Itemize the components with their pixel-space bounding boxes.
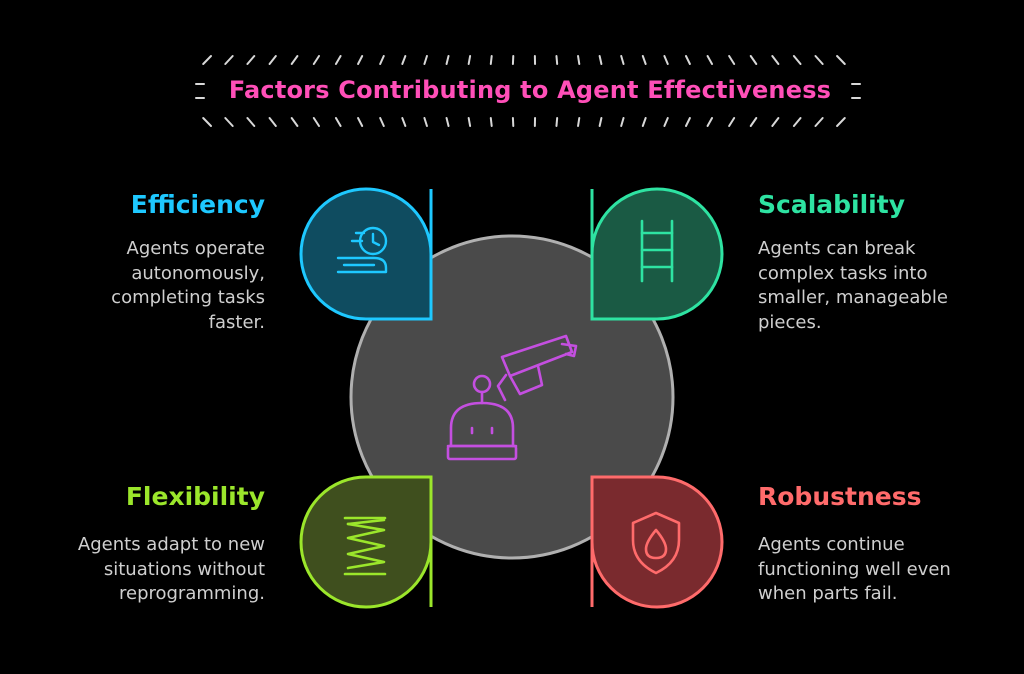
title-dash [684,117,691,127]
efficiency-line: faster. [208,311,265,333]
title-dash [357,117,364,127]
title-dash [268,55,277,65]
robustness-line: when parts fail. [758,583,898,604]
ladder-icon [640,219,674,283]
scalability-line: pieces. [758,311,822,333]
spring-icon [343,516,387,576]
title-dash [555,117,559,127]
flexibility-description: Agents adapt to new situations without r… [25,533,265,607]
title-dash [792,55,802,65]
title-dash [357,55,364,65]
efficiency-leaf [299,187,433,321]
scalability-leaf [590,187,724,321]
title-dash [577,117,581,127]
flexibility-line: reprogramming. [118,583,265,604]
title-dash [814,55,824,65]
title-dash [423,117,428,127]
title-dash [641,117,647,127]
robustness-leaf [590,475,724,609]
title-dash [620,55,625,65]
title-dash [771,117,780,127]
title-dash [423,55,428,65]
title-dash [467,55,472,65]
title-dash [598,117,603,127]
title-dash [467,117,472,127]
title-dash [663,117,669,127]
title-dash [706,55,714,65]
title-dash [489,117,493,127]
title-dash [489,55,493,65]
title-dash [445,55,450,65]
title-decoration [195,55,861,127]
efficiency-heading: Efficiency [130,190,265,219]
title-dash [246,117,256,127]
title-dash [202,117,212,127]
title-dash [224,55,234,65]
flexibility-line: Agents adapt to new [77,534,265,555]
title-dash [379,117,385,127]
title-dash [445,117,450,127]
flexibility-line: situations without [103,558,265,580]
title-dash [379,55,385,65]
title-dash [401,55,407,65]
title-dash [290,55,299,65]
title-dash [749,55,758,65]
diagram-title: Factors Contributing to Agent Effectiven… [228,76,832,104]
title-dash [290,117,299,127]
scalability-line: complex tasks into [758,262,928,284]
title-dash [792,117,802,127]
title-dash [836,117,846,127]
scalability-heading: Scalability [758,190,905,219]
title-dash [598,55,603,65]
title-dash [728,55,736,65]
title-dash [749,117,758,127]
title-dash [577,55,581,65]
robustness-heading: Robustness [758,482,922,511]
title-dash [706,117,714,127]
shield-drop-icon [631,511,681,575]
title-dash [202,55,212,65]
title-dash [620,117,625,127]
title-dash [401,117,407,127]
title-dash [312,117,321,127]
title-dash [814,117,824,127]
title-dash [334,55,342,65]
efficiency-line: autonomously, [131,262,265,284]
efficiency-line: completing tasks [111,287,265,308]
title-dash [334,117,342,127]
flexibility-heading: Flexibility [125,482,265,511]
title-dash [684,55,691,65]
efficiency-description: Agents operate autonomously, completing … [35,237,265,335]
title-dash [771,55,780,65]
scalability-description: Agents can break complex tasks into smal… [758,237,998,335]
robot-with-camera-icon [446,334,578,461]
robustness-line: functioning well even [758,558,951,580]
robustness-description: Agents continue functioning well even wh… [758,533,998,607]
scalability-line: smaller, manageable [758,287,948,308]
flexibility-leaf [299,475,433,609]
efficiency-line: Agents operate [126,238,265,259]
title-dash [224,117,234,127]
title-dash [555,55,559,65]
clock-speed-icon [336,226,388,274]
title-dash [728,117,736,127]
title-dash [641,55,647,65]
title-dash [663,55,669,65]
title-dash [268,117,277,127]
title-dash [246,55,256,65]
title-dash [836,55,846,65]
scalability-line: Agents can break [758,238,916,259]
robustness-line: Agents continue [758,534,905,555]
title-dash [312,55,321,65]
